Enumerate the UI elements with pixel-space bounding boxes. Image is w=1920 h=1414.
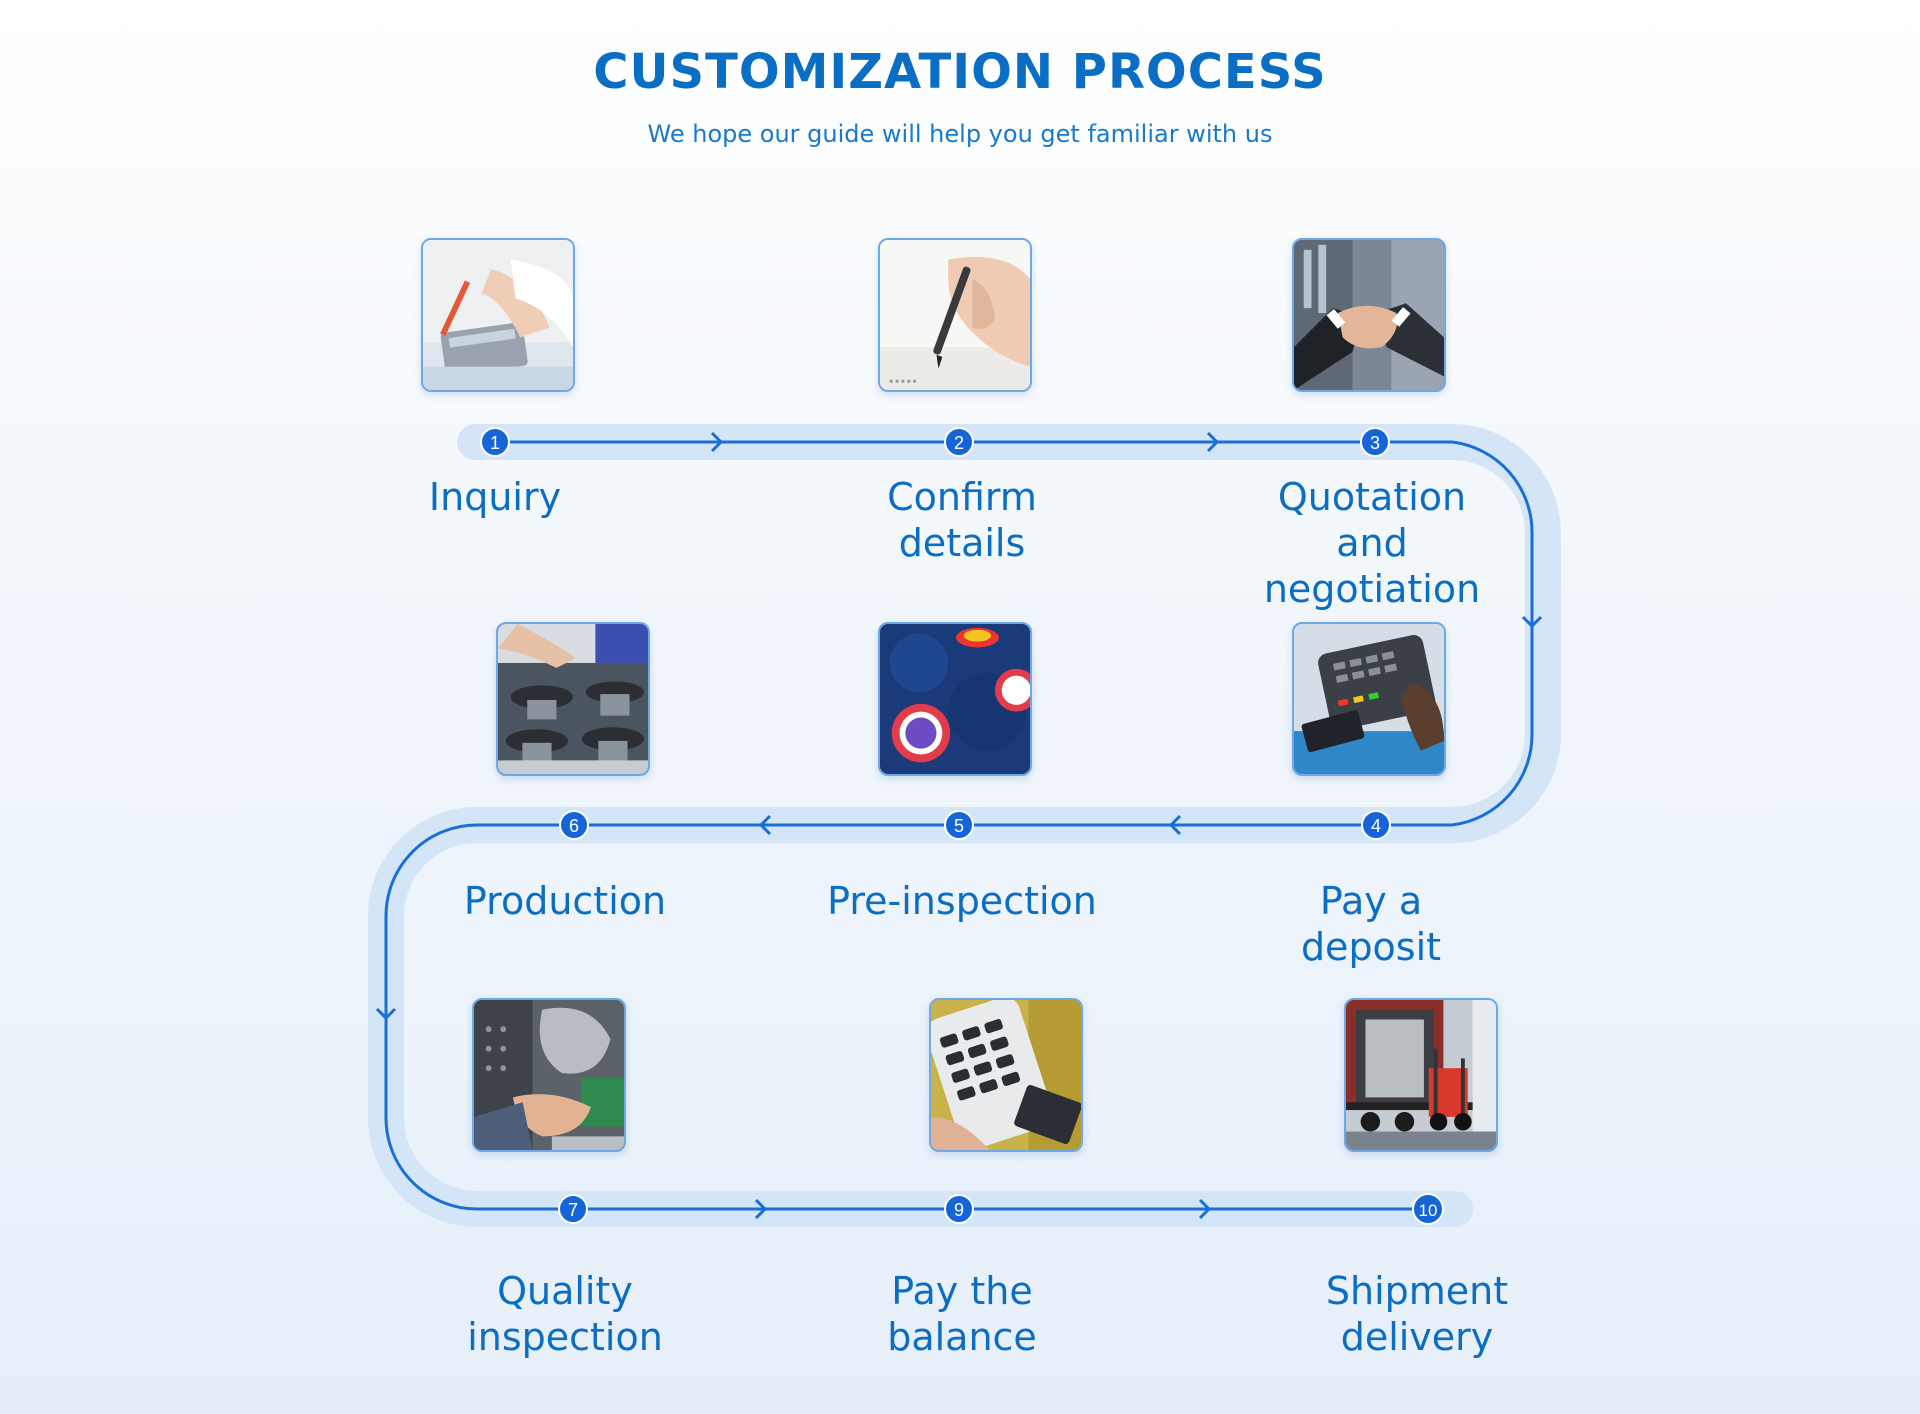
step-number: 5: [954, 816, 964, 836]
arrow-right-icon: [1206, 431, 1220, 453]
step-label-quality-inspection: Quality inspection: [467, 1269, 663, 1359]
step-number: 4: [1371, 816, 1381, 836]
arrow-down-icon: [1521, 615, 1543, 629]
arrow-left-icon: [1168, 814, 1182, 836]
arrow-down-icon: [375, 1007, 397, 1021]
step-number: 10: [1419, 1201, 1438, 1220]
machinery-assembly-photo: [496, 622, 650, 776]
step-label-shipment-delivery: Shipment delivery: [1325, 1269, 1509, 1359]
step-label-pay-balance: Pay the balance: [887, 1269, 1037, 1359]
page-subtitle: We hope our guide will help you get fami…: [647, 120, 1273, 148]
step-label-pre-inspection: Pre-inspection: [827, 879, 1097, 923]
step-badge-9: 9: [944, 1194, 974, 1224]
step-badge-6: 6: [559, 810, 589, 840]
step-badge-2: 2: [944, 427, 974, 457]
step-number: 3: [1370, 433, 1380, 453]
step-label-inquiry: Inquiry: [428, 475, 562, 519]
step-badge-1: 1: [480, 427, 510, 457]
step-label-production: Production: [463, 879, 667, 923]
step-number: 2: [954, 433, 964, 453]
step-badge-5: 5: [944, 810, 974, 840]
step-number: 7: [568, 1200, 578, 1220]
page-title: CUSTOMIZATION PROCESS: [593, 44, 1327, 100]
dark-blue-chips-photo: [878, 622, 1032, 776]
arrow-right-icon: [1198, 1198, 1212, 1220]
parts-inspection-photo: [472, 998, 626, 1152]
step-badge-10: 10: [1412, 1193, 1444, 1225]
step-badge-3: 3: [1360, 427, 1390, 457]
step-number: 1: [490, 433, 500, 453]
arrow-left-icon: [758, 814, 772, 836]
step-badge-4: 4: [1361, 810, 1391, 840]
calculator-hands-photo: [421, 238, 575, 392]
step-label-quotation: Quotation and negotiation: [1263, 475, 1481, 611]
track-line: [384, 440, 1534, 1211]
truck-forklift-photo: [1344, 998, 1498, 1152]
payment-keypad-photo: [929, 998, 1083, 1152]
handshake-photo: [1292, 238, 1446, 392]
step-label-confirm-details: Confirm details: [887, 475, 1037, 565]
card-terminal-photo: [1292, 622, 1446, 776]
arrow-right-icon: [710, 431, 724, 453]
step-badge-7: 7: [558, 1194, 588, 1224]
arrow-right-icon: [754, 1198, 768, 1220]
step-number: 9: [954, 1200, 964, 1220]
step-number: 6: [569, 816, 579, 836]
step-label-pay-deposit: Pay a deposit: [1300, 879, 1442, 969]
pen-signing-photo: [878, 238, 1032, 392]
